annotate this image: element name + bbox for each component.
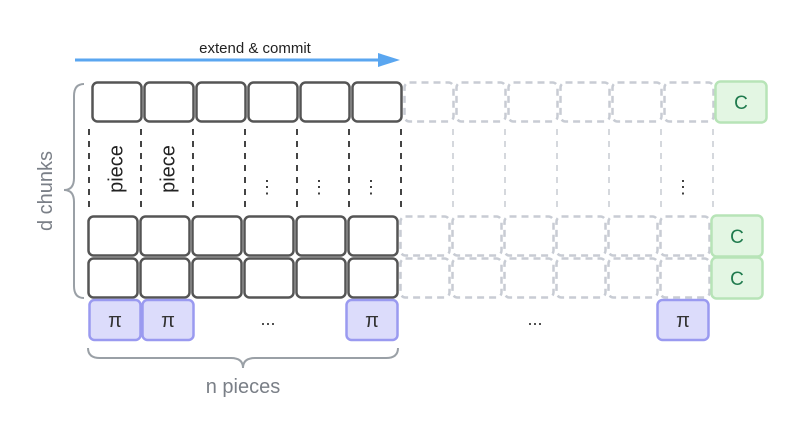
- proof-box: π: [656, 298, 710, 342]
- d-chunks-brace: d chunks: [35, 83, 85, 299]
- data-cell: [191, 215, 243, 257]
- data-cell: [139, 215, 191, 257]
- data-cell: [295, 257, 347, 299]
- proof-rect: [345, 298, 399, 342]
- proof-box: π: [345, 298, 399, 342]
- extended-cell: [451, 215, 503, 257]
- data-cell: [191, 257, 243, 299]
- vertical-ellipsis: ⋮: [362, 177, 380, 197]
- extended-cell: [507, 81, 559, 123]
- extended-cell: [451, 257, 503, 299]
- commitment-rect: [714, 80, 768, 124]
- extended-cell: [607, 257, 659, 299]
- bottom-brace: [87, 347, 399, 369]
- data-cell: [243, 257, 295, 299]
- extended-cell: [559, 81, 611, 123]
- commitment-label: C: [730, 227, 744, 248]
- data-cell: [347, 215, 399, 257]
- proof-rect: [88, 298, 142, 342]
- commitment-box: C: [714, 80, 768, 124]
- extended-cell: [659, 257, 711, 299]
- proof-label: π: [676, 310, 690, 332]
- extended-cell: [455, 81, 507, 123]
- extended-cell: [403, 81, 455, 123]
- vertical-ellipsis: ⋮: [258, 177, 276, 197]
- data-cell: [87, 215, 139, 257]
- data-cell: [143, 81, 195, 123]
- extended-cell: [555, 215, 607, 257]
- commitment-box: C: [710, 214, 764, 258]
- vertical-ellipsis: ⋮: [674, 177, 692, 197]
- column-labels: piece piece ⋮ ⋮ ⋮ ⋮: [105, 145, 692, 197]
- data-cell: [243, 215, 295, 257]
- commitment-label: C: [730, 269, 744, 290]
- data-cell: [247, 81, 299, 123]
- commitment-box: C: [710, 256, 764, 300]
- piece-label: piece: [157, 145, 179, 193]
- arrow-head: [378, 53, 400, 67]
- data-cell: [295, 215, 347, 257]
- extend-commit-arrow: extend & commit: [75, 40, 400, 67]
- extended-cell: [663, 81, 715, 123]
- proof-label: π: [161, 310, 175, 332]
- commitment-rect: [710, 256, 764, 300]
- proof-rect: [656, 298, 710, 342]
- column-axis-label: n pieces: [206, 376, 281, 398]
- commitment-label: C: [734, 93, 748, 114]
- chunk-grid: [87, 81, 715, 299]
- proof-label: π: [365, 310, 379, 332]
- extended-cell: [611, 81, 663, 123]
- data-cell: [347, 257, 399, 299]
- vertical-ellipsis: ⋮: [310, 177, 328, 197]
- piece-label: piece: [105, 145, 127, 193]
- proof-box: π: [141, 298, 195, 342]
- n-pieces-brace: n pieces: [87, 347, 399, 398]
- row-axis-label: d chunks: [35, 151, 57, 231]
- left-brace: [63, 83, 85, 299]
- proof-label: π: [108, 310, 122, 332]
- proof-rect: [141, 298, 195, 342]
- column-connectors: [88, 129, 714, 211]
- data-cell: [91, 81, 143, 123]
- proof-ellipsis-1: ...: [260, 309, 275, 329]
- arrow-label: extend & commit: [199, 40, 312, 57]
- extended-cell: [503, 257, 555, 299]
- data-cell: [299, 81, 351, 123]
- proof-ellipsis-2: ...: [527, 309, 542, 329]
- extended-cell: [555, 257, 607, 299]
- extended-cell: [399, 215, 451, 257]
- data-cell: [87, 257, 139, 299]
- extended-cell: [607, 215, 659, 257]
- data-cell: [139, 257, 191, 299]
- extended-cell: [659, 215, 711, 257]
- extended-cell: [399, 257, 451, 299]
- proof-box: π: [88, 298, 142, 342]
- data-cell: [351, 81, 403, 123]
- data-cell: [195, 81, 247, 123]
- extended-cell: [503, 215, 555, 257]
- commitments: CCC: [710, 80, 768, 300]
